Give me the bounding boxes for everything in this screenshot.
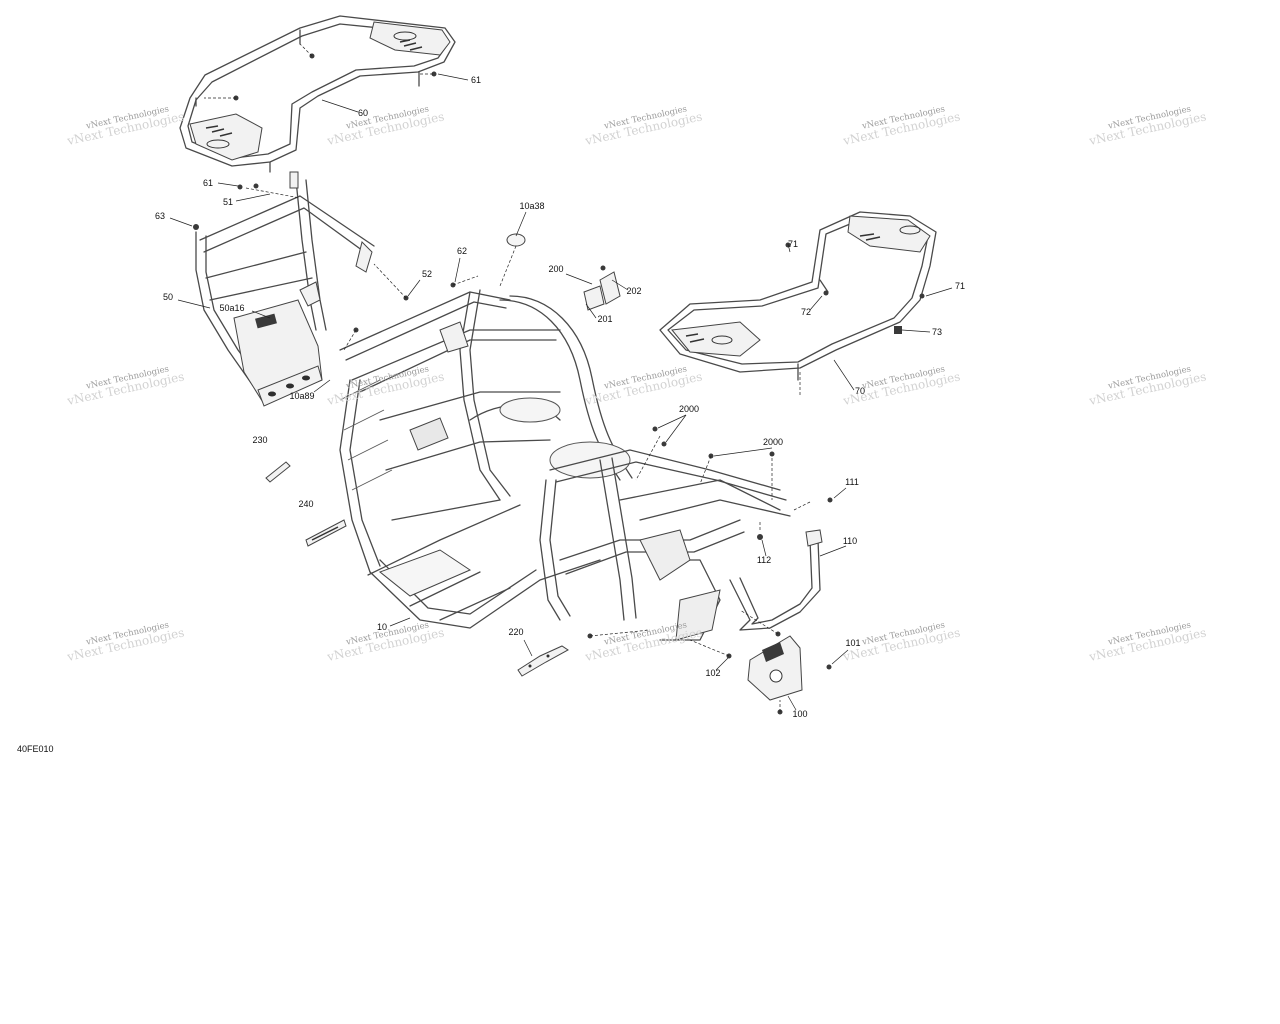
part-label-240: 240 (298, 499, 313, 509)
part-label-230: 230 (252, 435, 267, 445)
part-label-50: 50 (163, 292, 173, 302)
part-label-62: 62 (457, 246, 467, 256)
part-label-73: 73 (932, 327, 942, 337)
part-label-102: 102 (705, 668, 720, 678)
part-label-110: 110 (843, 536, 857, 546)
part-label-50a16: 50a16 (219, 303, 244, 313)
leader-lines (169, 43, 953, 712)
part-label-201: 201 (597, 314, 612, 324)
front-guard-50 (195, 171, 375, 407)
part-label-layer: 61 60 61 51 63 10a38 62 200 52 202 50 50a16 201 71 72 7… (155, 75, 965, 719)
plate-240 (305, 519, 347, 547)
part-label-100: 100 (792, 709, 807, 719)
part-label-10a38: 10a38 (519, 201, 544, 211)
main-frame-10 (339, 233, 791, 641)
part-label-70: 70 (855, 386, 865, 396)
part-label-60: 60 (358, 108, 368, 118)
rear-rack-70 (659, 211, 937, 381)
part-label-10a89: 10a89 (289, 391, 314, 401)
part-label-63: 63 (155, 211, 165, 221)
part-label-51: 51 (223, 197, 233, 207)
part-label-200: 200 (548, 264, 563, 274)
plate-220 (517, 645, 569, 677)
part-label-2000: 2000 (679, 404, 699, 414)
part-label-202: 202 (626, 286, 641, 296)
rear-bracket-110 (729, 529, 823, 631)
front-rack-60 (179, 15, 456, 173)
part-label-72: 72 (801, 307, 811, 317)
part-label-52: 52 (422, 269, 432, 279)
part-label-10: 10 (377, 622, 387, 632)
fasteners (193, 53, 925, 715)
part-label-61: 61 (203, 178, 213, 188)
part-label-71: 71 (788, 239, 798, 249)
part-label-61: 61 (471, 75, 481, 85)
part-label-220: 220 (508, 627, 523, 637)
part-label-112: 112 (757, 555, 771, 565)
figure-code: 40FE010 (17, 744, 54, 754)
plate-230 (265, 461, 291, 483)
part-label-111: 111 (845, 477, 859, 487)
mount-bracket-100 (747, 635, 803, 701)
part-label-101: 101 (845, 638, 860, 648)
part-label-71: 71 (955, 281, 965, 291)
part-label-2000: 2000 (763, 437, 783, 447)
